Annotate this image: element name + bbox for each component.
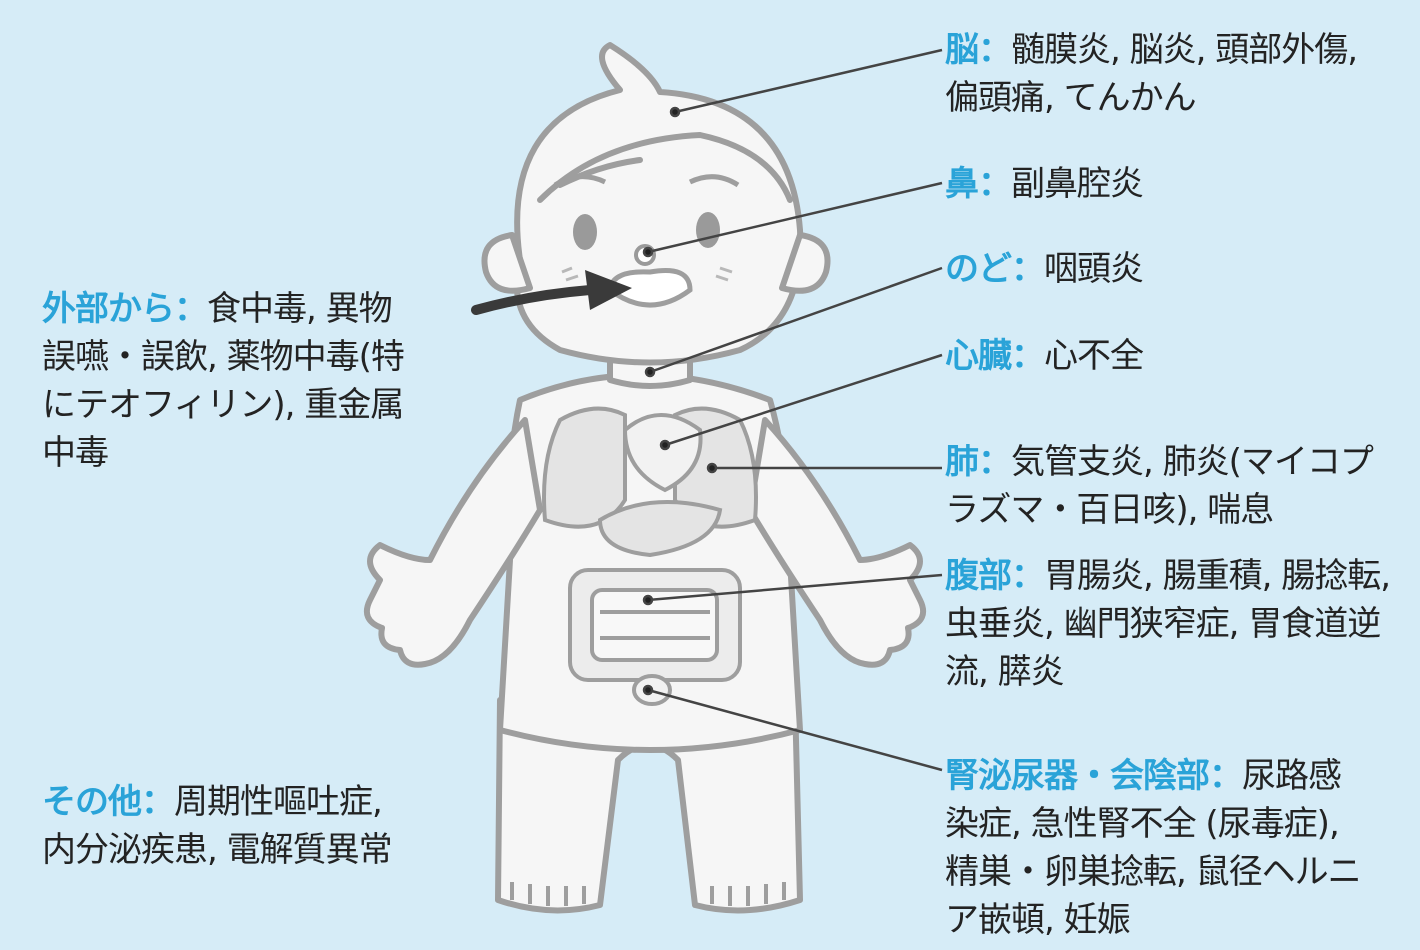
note-abdomen-line-1: 胃腸炎, 腸重積, 腸捻転,	[1044, 556, 1391, 596]
note-urogenital-line-3: 精巣・卵巣捻転, 鼠径ヘルニ	[945, 852, 1362, 892]
note-nose-line-1: 副鼻腔炎	[1011, 164, 1144, 204]
note-brain-key: 脳	[945, 30, 979, 70]
note-throat-key: のど	[945, 249, 1012, 289]
note-urogenital-line-1: 尿路感	[1242, 756, 1342, 796]
note-heart-sep: ：	[1011, 336, 1045, 376]
face	[553, 174, 740, 308]
note-throat-line-1: 咽頭炎	[1044, 249, 1144, 289]
feet	[510, 882, 786, 906]
note-urogenital-line-4: ア嵌頓, 妊娠	[945, 900, 1131, 940]
note-urogenital-key: 腎泌尿器・会陰部	[945, 756, 1210, 796]
note-external-line-3: にテオフィリン), 重金属	[42, 385, 404, 425]
note-abdomen-line-3: 流, 膵炎	[945, 652, 1065, 692]
note-other-line-2: 内分泌疾患, 電解質異常	[42, 830, 393, 870]
note-abdomen-line-2: 虫垂炎, 幽門狭窄症, 胃食道逆	[945, 604, 1381, 644]
note-heart-line-1: 心不全	[1044, 336, 1144, 376]
note-abdomen-key: 腹部	[945, 556, 1012, 596]
note-other-line-1: 周期性嘔吐症,	[174, 782, 383, 822]
note-urogenital-line-2: 染症, 急性腎不全 (尿毒症),	[945, 804, 1340, 844]
note-external-key: 外部から	[42, 289, 175, 329]
note-other-key: その他	[42, 782, 142, 822]
note-throat-sep: ：	[1011, 249, 1045, 289]
ingestion-arrow-icon	[471, 270, 632, 315]
note-external-line-1: 食中毒, 異物	[207, 289, 393, 329]
organs	[542, 406, 758, 706]
note-abdomen-sep: ：	[1011, 556, 1045, 596]
note-heart-key: 心臓	[945, 336, 1012, 376]
note-urogenital: 腎泌尿器・会陰部：尿路感 染症, 急性腎不全 (尿毒症), 精巣・卵巣捻転, 鼠…	[945, 752, 1362, 944]
note-nose-sep: ：	[978, 164, 1012, 204]
note-other: その他：周期性嘔吐症, 内分泌疾患, 電解質異常	[42, 778, 393, 874]
note-external: 外部から：食中毒, 異物 誤嚥・誤飲, 薬物中毒(特 にテオフィリン), 重金属…	[42, 285, 405, 477]
note-brain-line-1: 髄膜炎, 脳炎, 頭部外傷,	[1011, 30, 1358, 70]
note-external-sep: ：	[174, 289, 208, 329]
note-lung: 肺：気管支炎, 肺炎(マイコプ ラズマ・百日咳), 喘息	[945, 438, 1374, 534]
note-throat: のど：咽頭炎	[945, 245, 1144, 293]
note-lung-key: 肺	[945, 442, 979, 482]
note-external-line-2: 誤嚥・誤飲, 薬物中毒(特	[42, 337, 405, 377]
note-abdomen: 腹部：胃腸炎, 腸重積, 腸捻転, 虫垂炎, 幽門狭窄症, 胃食道逆 流, 膵炎	[945, 552, 1391, 696]
note-external-line-4: 中毒	[42, 433, 109, 473]
note-brain-line-2: 偏頭痛, てんかん	[945, 78, 1197, 118]
note-other-sep: ：	[141, 782, 175, 822]
note-urogenital-sep: ：	[1209, 756, 1243, 796]
note-lung-sep: ：	[978, 442, 1012, 482]
note-lung-line-2: ラズマ・百日咳), 喘息	[945, 490, 1274, 530]
leader-lines	[642, 48, 943, 772]
note-brain-sep: ：	[978, 30, 1012, 70]
note-brain: 脳：髄膜炎, 脳炎, 頭部外傷, 偏頭痛, てんかん	[945, 26, 1358, 122]
note-nose: 鼻：副鼻腔炎	[945, 160, 1144, 208]
note-lung-line-1: 気管支炎, 肺炎(マイコプ	[1011, 442, 1374, 482]
note-nose-key: 鼻	[945, 164, 979, 204]
note-heart: 心臓：心不全	[945, 332, 1144, 380]
